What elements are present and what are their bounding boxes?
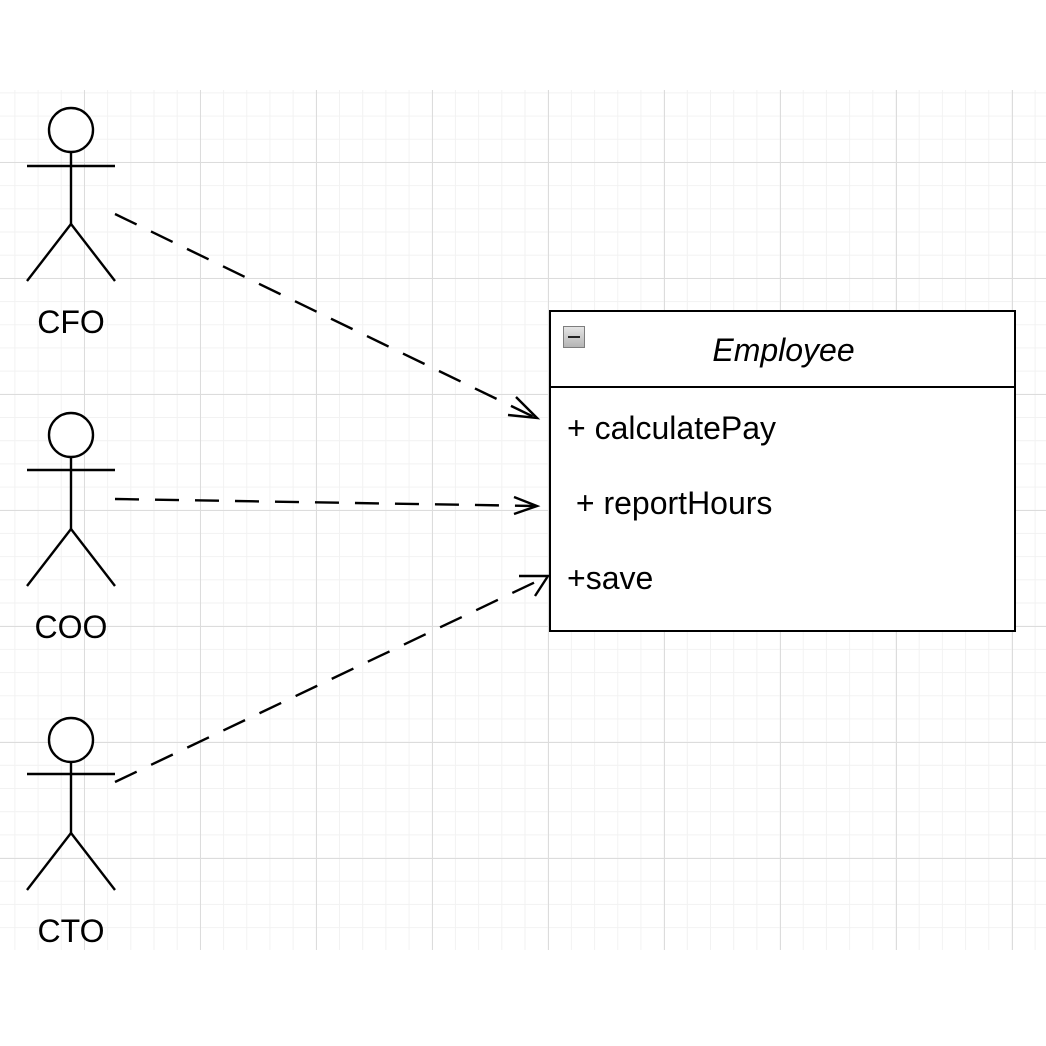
collapse-minus-icon[interactable] [563, 326, 585, 348]
open-arrowhead-icon [507, 396, 541, 420]
actor-label-coo: COO [34, 609, 108, 645]
actor-cto-figure[interactable] [26, 716, 116, 891]
dependency-line [114, 212, 537, 420]
class-name: Employee [712, 332, 855, 368]
actor-cfo-head [47, 106, 95, 154]
class-member-calculatepay[interactable]: + calculatePay [567, 410, 777, 446]
actor-coo-right-leg [70, 528, 116, 587]
actor-cto-head [47, 716, 95, 764]
actor-label-cfo: CFO [37, 304, 105, 340]
actor-coo-left-leg [26, 528, 72, 587]
open-arrowhead-icon [519, 574, 551, 597]
actor-cto-left-leg [26, 832, 72, 891]
dependency-coo-reporthours[interactable] [114, 495, 541, 516]
dependency-cto-save[interactable] [114, 574, 551, 784]
dependency-line [114, 497, 537, 508]
actor-cfo-left-leg [26, 223, 72, 282]
dependency-line [114, 574, 549, 784]
class-employee[interactable]: Employee + calculatePay + reportHours +s… [549, 310, 1016, 632]
class-member-reporthours[interactable]: + reportHours [567, 485, 773, 521]
class-header[interactable]: Employee [551, 312, 1014, 388]
actor-cto-right-leg [70, 832, 116, 891]
dependency-cfo-calculatepay[interactable] [114, 212, 541, 420]
actor-cfo-right-leg [70, 223, 116, 282]
class-member-save[interactable]: +save [567, 560, 654, 596]
actor-coo-head [47, 411, 95, 459]
open-arrowhead-icon [513, 495, 541, 516]
actor-coo-figure[interactable] [26, 411, 116, 587]
actor-label-cto: CTO [37, 913, 105, 949]
actor-cfo-figure[interactable] [26, 106, 116, 282]
